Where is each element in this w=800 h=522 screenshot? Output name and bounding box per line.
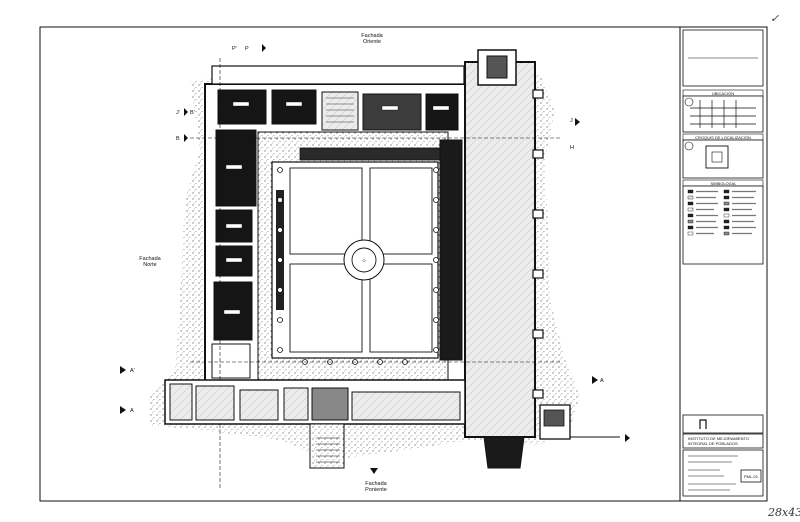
legend-text-lines: [696, 190, 756, 235]
courtyard-parterres: [289, 167, 433, 353]
section-mark-right-1: J: [570, 118, 573, 124]
ubicacion-street-grid: [690, 100, 756, 128]
east-gallery: [464, 61, 536, 438]
handwritten-check-mark: ✓: [770, 12, 780, 25]
section-mark-top-1: P': [232, 46, 237, 52]
stair-treads: [326, 97, 354, 123]
west-room-label-tags: [223, 164, 243, 315]
west-lower-room: [211, 343, 251, 379]
section-mark-bottom-left-1: A': [130, 368, 135, 374]
sheet-number-box: [740, 469, 762, 483]
cloister-north-arcade: [299, 147, 441, 161]
stair-block: [321, 91, 359, 131]
sheet-border: [39, 26, 768, 502]
institution-logo-icon: [699, 419, 707, 429]
west-rooms: [213, 129, 257, 341]
institution-line-2: INTEGRAL DE POBLADOS: [688, 441, 738, 446]
entrance-steps: [316, 437, 340, 463]
section-mark-left-1: J': [176, 110, 180, 116]
east-gallery-buttresses: [532, 89, 544, 399]
east-gallery-apse: [483, 436, 525, 469]
section-mark-left-2: B': [190, 110, 195, 116]
section-mark-bottom-right: A: [600, 378, 604, 384]
ubicacion-map: [682, 95, 764, 133]
croquis-heading: CROQUIS DE LOCALIZACIÓN: [695, 135, 751, 140]
south-rooms: [169, 383, 461, 421]
north-rooms: [217, 89, 459, 131]
section-mark-right-2: H: [570, 145, 574, 151]
project-info-lines: [688, 455, 738, 491]
fountain-label: O: [362, 258, 365, 263]
facade-north-label-1: Fachada: [139, 256, 161, 262]
facade-west-label-1: Fachada: [365, 481, 387, 487]
facade-north-label-2: Norte: [143, 262, 156, 268]
croquis-compass: [684, 141, 694, 151]
facade-east-label-1: Fachada: [361, 33, 383, 39]
section-mark-bottom-left-2: A: [130, 408, 134, 414]
croquis-mini-plan: [705, 145, 729, 169]
legend-swatches: [687, 189, 730, 236]
west-entrance-court: [309, 423, 345, 469]
facade-east-label-2: Oriente: [363, 39, 381, 45]
simbologia-heading: SIMBOLOGIA: [710, 181, 735, 186]
section-mark-top-2: P: [245, 46, 249, 52]
ubicacion-compass: [684, 97, 694, 107]
courtyard-planting-west: [276, 190, 284, 310]
croquis-mini-court: [711, 151, 723, 163]
fountain-basin: [351, 247, 377, 273]
room-label-tags: [232, 101, 450, 111]
east-gallery-tower-core: [486, 55, 508, 79]
southeast-annex-core: [543, 409, 565, 427]
section-mark-left-3: B: [176, 136, 180, 142]
sheet-code: PML-01: [744, 474, 759, 479]
institution-bar: [682, 433, 764, 449]
simbologia-legend-box: [682, 185, 764, 265]
cloister-east-arcade: [439, 139, 463, 361]
section-marker-glyphs: [120, 44, 630, 474]
handwritten-size-note: 28x43: [767, 506, 800, 519]
institution-line-1: INSTITUTO DE MEJORAMIENTO: [688, 436, 749, 441]
facade-west-label-2: Poniente: [365, 487, 387, 493]
ubicacion-heading: UBICACIÓN: [712, 91, 734, 96]
